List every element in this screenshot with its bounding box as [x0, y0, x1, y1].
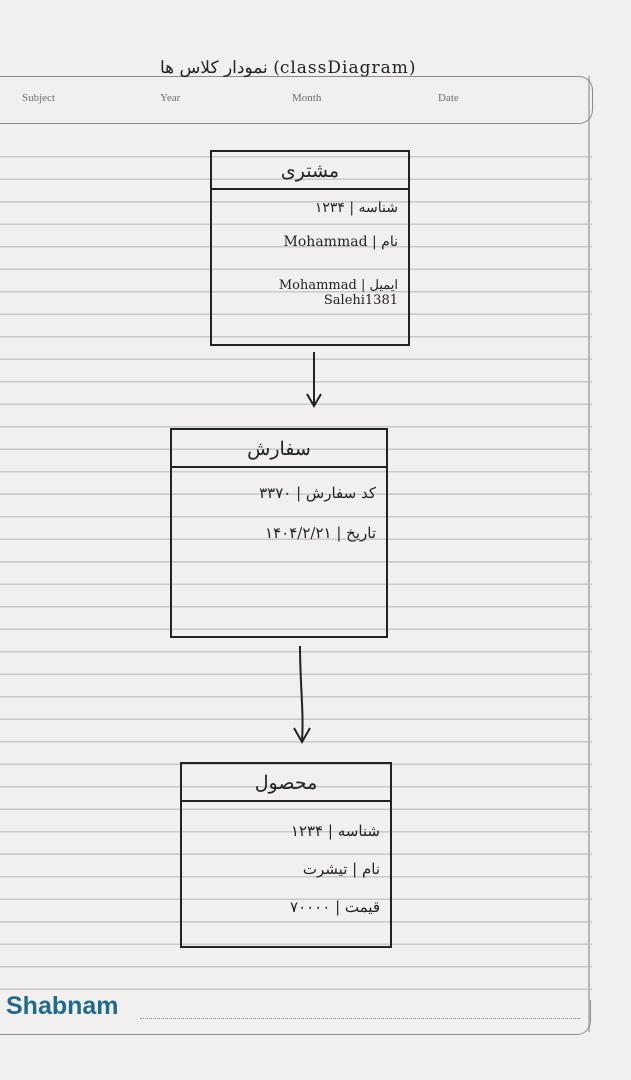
class-product-attr-price: قیمت | ۷۰۰۰۰ [290, 898, 380, 916]
class-customer-name: مشتری [212, 152, 408, 190]
year-label: Year [160, 92, 181, 104]
brand-logo: Shabnam [6, 992, 119, 1020]
class-order-attr-date: تاریخ | ۱۴۰۴/۲/۲۱ [265, 524, 376, 542]
association-arrow-order-product [293, 645, 311, 745]
page-bottom-border [0, 1000, 591, 1035]
class-order-name: سفارش [172, 430, 386, 468]
class-customer-attr-email: ایمیل | Mohammad Salehi1381 [278, 278, 398, 308]
header-box [0, 76, 593, 124]
brand-underline [140, 1018, 580, 1019]
class-product-name: محصول [182, 764, 390, 802]
class-product-attr-id: شناسه | ۱۲۳۴ [290, 822, 380, 840]
ruled-lines [0, 135, 592, 1005]
class-customer-attr-id: شناسه | ۱۲۳۴ [314, 200, 398, 216]
association-arrow-customer-order [306, 352, 322, 408]
date-label: Date [438, 92, 459, 104]
page-margin-line [588, 76, 590, 1032]
subject-label: Subject [22, 92, 55, 104]
class-order: سفارش کد سفارش | ۳۳۷۰ تاریخ | ۱۴۰۴/۲/۲۱ [170, 428, 388, 638]
class-order-attr-code: کد سفارش | ۳۳۷۰ [259, 484, 376, 502]
class-customer: مشتری شناسه | ۱۲۳۴ نام | Mohammad ایمیل … [210, 150, 410, 346]
class-product-attr-name: نام | تیشرت [302, 860, 380, 878]
class-product: محصول شناسه | ۱۲۳۴ نام | تیشرت قیمت | ۷۰… [180, 762, 392, 948]
diagram-title: نمودار کلاس ها (classDiagram) [160, 58, 416, 78]
class-customer-attr-name: نام | Mohammad [283, 234, 398, 250]
month-label: Month [292, 92, 322, 104]
